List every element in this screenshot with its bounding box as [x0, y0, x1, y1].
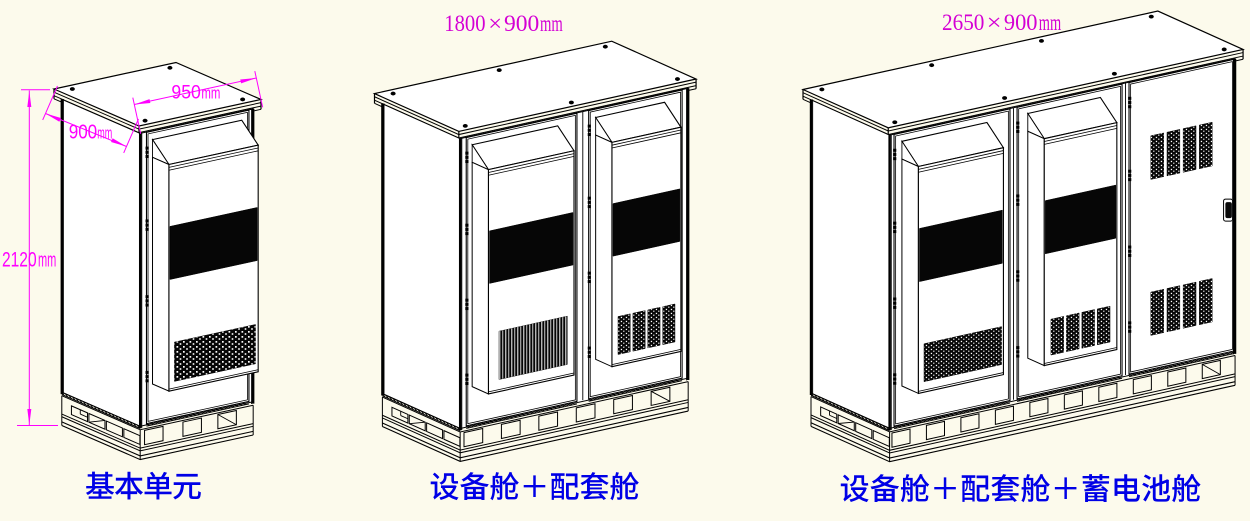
svg-text:mm: mm: [97, 124, 112, 143]
svg-text:950: 950: [171, 82, 201, 104]
svg-text:×: ×: [987, 10, 1002, 35]
svg-text:×: ×: [488, 11, 502, 36]
svg-text:900: 900: [504, 11, 539, 36]
svg-text:2650: 2650: [942, 10, 984, 35]
svg-text:1800: 1800: [444, 11, 485, 36]
svg-text:mm: mm: [38, 250, 56, 272]
svg-text:mm: mm: [540, 11, 563, 36]
svg-text:mm: mm: [201, 84, 220, 103]
svg-text:900: 900: [69, 122, 98, 144]
svg-text:2120: 2120: [2, 249, 37, 272]
svg-text:mm: mm: [1039, 10, 1061, 35]
svg-text:900: 900: [1004, 10, 1038, 35]
